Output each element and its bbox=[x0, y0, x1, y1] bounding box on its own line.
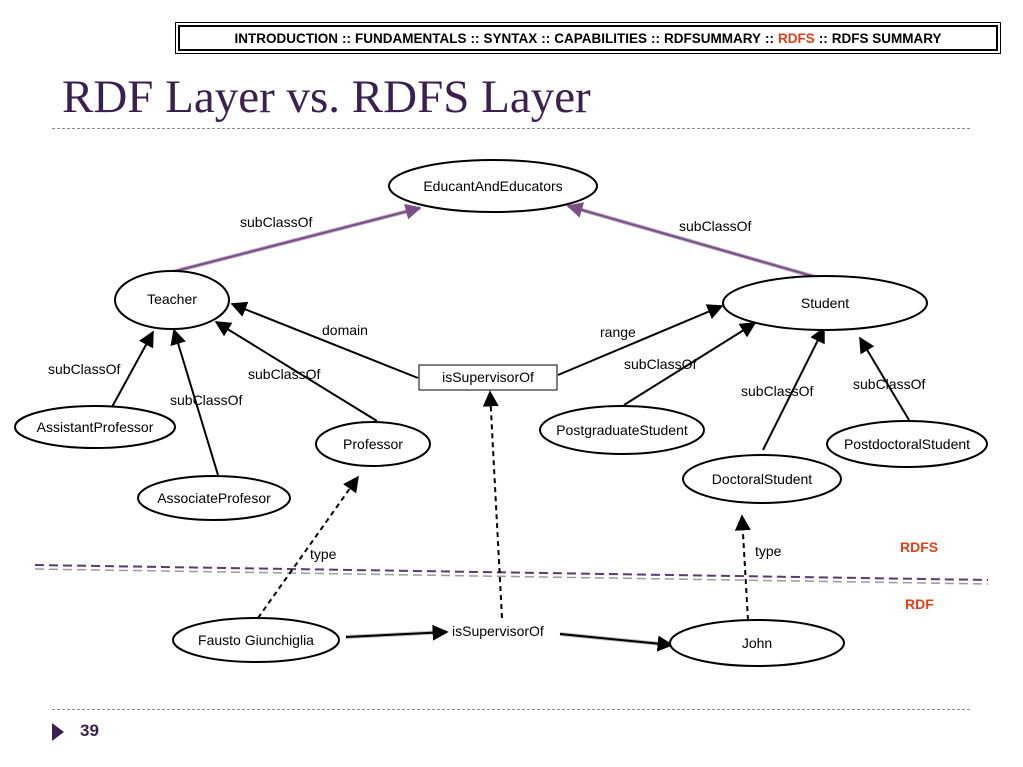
nav-separator: :: bbox=[541, 30, 551, 46]
footer-divider bbox=[52, 709, 970, 710]
label-range: range bbox=[600, 324, 636, 340]
svg-text:DoctoralStudent: DoctoralStudent bbox=[712, 471, 813, 487]
slide-title: RDF Layer vs. RDFS Layer bbox=[62, 71, 591, 123]
label-doctoral-subclassof: subClassOf bbox=[741, 383, 813, 399]
edge-instance-of-property bbox=[482, 390, 503, 619]
nav-separator: :: bbox=[470, 30, 480, 46]
svg-text:PostdoctoralStudent: PostdoctoralStudent bbox=[844, 436, 970, 452]
svg-text:EducantAndEducators: EducantAndEducators bbox=[423, 178, 562, 194]
label-rdf-is-supervisor: isSupervisorOf bbox=[452, 623, 544, 639]
svg-text:Professor: Professor bbox=[343, 436, 403, 452]
label-fausto-type: type bbox=[310, 546, 337, 562]
label-postgraduate-subclassof: subClassOf bbox=[624, 356, 696, 372]
label-professor-subclassof: subClassOf bbox=[248, 366, 320, 382]
label-rdfs-layer: RDFS bbox=[900, 539, 938, 555]
edge-postdoctoral-subclassof bbox=[859, 336, 910, 421]
nav-item-fundamentals[interactable]: FUNDAMENTALS bbox=[354, 30, 467, 46]
label-teacher-subclassof: subClassOf bbox=[240, 214, 312, 230]
edge-teacher-subclassof bbox=[171, 203, 422, 273]
svg-text:isSupervisorOf: isSupervisorOf bbox=[442, 369, 534, 385]
nav-item-introduction[interactable]: INTRODUCTION bbox=[234, 30, 338, 46]
svg-text:AssistantProfessor: AssistantProfessor bbox=[37, 419, 154, 435]
edge-fausto-type bbox=[257, 475, 359, 619]
node-postdoctoral-student: PostdoctoralStudent bbox=[826, 420, 988, 468]
edge-domain bbox=[230, 301, 419, 379]
label-postdoctoral-subclassof: subClassOf bbox=[853, 376, 925, 392]
node-associate-profesor: AssociateProfesor bbox=[137, 475, 291, 521]
title-divider bbox=[52, 128, 970, 129]
node-student: Student bbox=[722, 275, 928, 331]
play-triangle-icon bbox=[52, 723, 64, 741]
node-educant: EducantAndEducators bbox=[388, 159, 598, 213]
edge-professor-subclassof bbox=[214, 321, 378, 422]
nav-separator: :: bbox=[341, 30, 351, 46]
edge-assistant-subclassof bbox=[111, 330, 154, 408]
node-professor: Professor bbox=[315, 421, 431, 467]
node-assistant-professor: AssistantProfessor bbox=[14, 405, 176, 449]
label-domain: domain bbox=[322, 322, 368, 338]
edge-associate-subclassof bbox=[170, 328, 219, 476]
label-rdf-layer: RDF bbox=[905, 596, 934, 612]
label-student-subclassof: subClassOf bbox=[679, 218, 751, 234]
edge-john-type bbox=[734, 514, 751, 621]
svg-text:Fausto Giunchiglia: Fausto Giunchiglia bbox=[198, 632, 314, 648]
label-john-type: type bbox=[755, 543, 782, 559]
svg-text:Student: Student bbox=[801, 295, 849, 311]
layer-divider-shadow bbox=[34, 568, 989, 585]
node-john: John bbox=[669, 619, 845, 667]
edge-postgraduate-subclassof bbox=[623, 322, 757, 406]
section-nav: INTRODUCTION :: FUNDAMENTALS :: SYNTAX :… bbox=[175, 22, 1001, 54]
layer-divider-line bbox=[34, 564, 989, 581]
node-is-supervisor-property: isSupervisorOf bbox=[418, 364, 558, 391]
nav-separator: :: bbox=[651, 30, 661, 46]
node-postgraduate-student: PostgraduateStudent bbox=[539, 405, 705, 455]
node-teacher: Teacher bbox=[114, 270, 230, 330]
svg-text:AssociateProfesor: AssociateProfesor bbox=[157, 490, 271, 506]
nav-item-rdfs-summary[interactable]: RDFS SUMMARY bbox=[831, 30, 942, 46]
edge-rdf-relation-1 bbox=[345, 624, 449, 641]
svg-text:PostgraduateStudent: PostgraduateStudent bbox=[556, 422, 688, 438]
edge-student-subclassof bbox=[566, 202, 827, 281]
svg-text:John: John bbox=[742, 635, 772, 651]
nav-separator: :: bbox=[818, 30, 828, 46]
edge-rdf-relation-2 bbox=[559, 633, 674, 652]
edge-range bbox=[557, 304, 724, 376]
label-assistant-subclassof: subClassOf bbox=[48, 361, 120, 377]
nav-item-capabilities[interactable]: CAPABILITIES bbox=[554, 30, 648, 46]
node-doctoral-student: DoctoralStudent bbox=[682, 454, 842, 504]
svg-text:Teacher: Teacher bbox=[147, 291, 197, 307]
nav-item-rdfsummary[interactable]: RDFSUMMARY bbox=[664, 30, 762, 46]
node-fausto-giunchiglia: Fausto Giunchiglia bbox=[172, 617, 340, 663]
nav-item-rdfs[interactable]: RDFS bbox=[778, 30, 815, 46]
page-number: 39 bbox=[80, 721, 99, 740]
nav-item-syntax[interactable]: SYNTAX bbox=[483, 30, 538, 46]
label-associate-subclassof: subClassOf bbox=[170, 392, 242, 408]
nav-separator: :: bbox=[765, 30, 775, 46]
edge-doctoral-subclassof bbox=[762, 326, 825, 451]
